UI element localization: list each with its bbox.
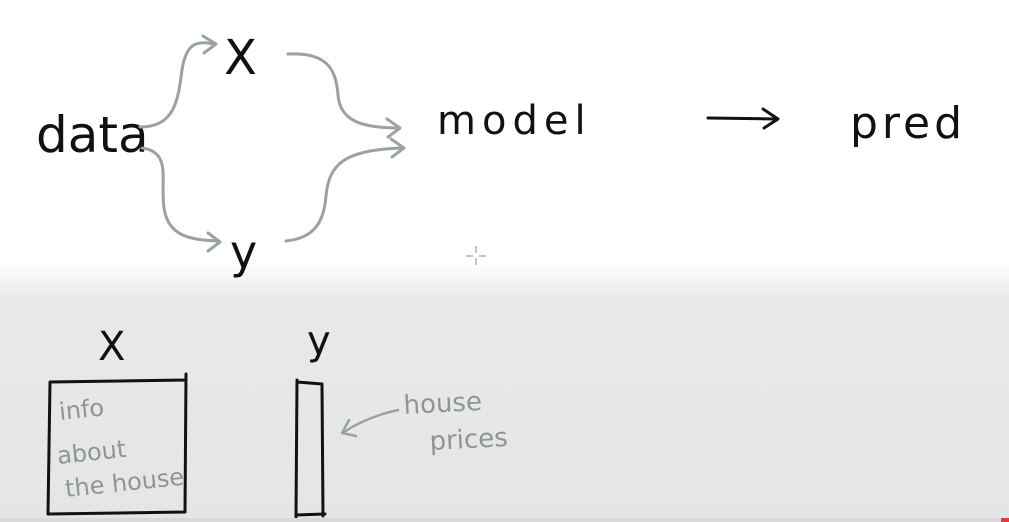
node-x-top: X — [224, 30, 257, 86]
arrow-model-to-pred — [706, 107, 780, 130]
arrow-prices-to-y — [340, 408, 400, 438]
vector-y-annotation-line-2: prices — [429, 423, 509, 457]
arrow-data-to-x — [138, 34, 218, 129]
label-y-vector: y — [307, 318, 331, 364]
node-model: model — [437, 98, 592, 144]
vector-y-box — [294, 378, 327, 519]
vector-y-annotation-line-1: house — [403, 387, 483, 421]
matrix-x-caption-line-3: the house — [64, 463, 186, 503]
arrow-data-to-y — [140, 146, 222, 253]
video-progress-bar[interactable] — [0, 518, 1009, 522]
arrow-y-to-model — [284, 137, 406, 243]
cursor-crosshair-icon — [466, 246, 486, 265]
node-data: data — [36, 106, 149, 164]
matrix-x-box — [46, 372, 188, 516]
node-pred: pred — [850, 98, 966, 149]
arrow-x-to-model — [286, 52, 402, 139]
matrix-x-caption-line-1: info — [58, 393, 106, 426]
matrix-x-caption-line-2: about — [56, 435, 128, 470]
node-y-bottom: y — [230, 225, 257, 279]
video-progress-indicator — [1001, 518, 1009, 522]
label-x-matrix: X — [98, 324, 125, 370]
